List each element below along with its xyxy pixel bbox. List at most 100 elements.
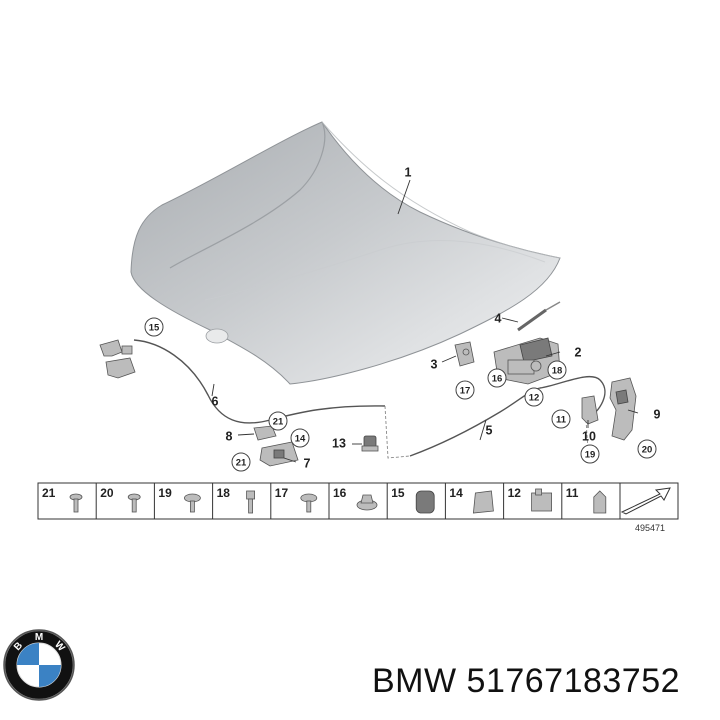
callout-c5: 5 [486,424,493,438]
hinge-bracket [581,395,599,425]
callout-circle [547,360,567,380]
hood-hinge [609,377,637,441]
callout-circle [290,428,310,448]
hood-panel [130,121,561,385]
callout-number: 16 [492,374,503,385]
strip-cell-16: 16 [333,483,388,519]
screw-wide-icon [300,493,318,513]
callout-c18: 18 [547,360,567,380]
bolt-icon [69,493,83,513]
callout-c15: 15 [144,317,164,337]
callout-number: 13 [332,437,346,451]
callout-circle [144,317,164,337]
strip-cell-number: 17 [275,486,289,500]
callout-c20: 20 [637,439,657,459]
callout-circle [524,387,544,407]
callout-c12: 12 [524,387,544,407]
strip-cell-14: 14 [449,483,505,519]
callout-number: 14 [295,434,306,445]
callout-c1: 1 [405,166,412,180]
strip-cell-number: 21 [42,486,56,500]
release-lever [253,425,299,467]
strip-cell-12: 12 [508,483,563,519]
callout-number: 8 [226,430,233,444]
callout-c14: 14 [290,428,310,448]
callout-c8: 8 [226,430,233,444]
screw-wide-icon [183,493,201,513]
hood-badge-mount [205,328,229,344]
callout-c16: 16 [487,368,507,388]
callout-c3: 3 [431,358,438,372]
callout-c13: 13 [332,437,346,451]
callout-number: 7 [304,457,311,471]
strip-cell-number: 11 [566,486,579,500]
strip-cell-11: 11 [566,483,621,519]
callout-number: 4 [495,312,502,326]
callout-circle [487,368,507,388]
gas-strut [517,301,561,332]
release-cable [133,339,606,459]
strip-cell-number: 20 [100,486,114,500]
callout-c6: 6 [212,395,219,409]
strip-cell-number: 15 [391,486,405,500]
strip-cell-15: 15 [391,483,446,519]
callout-c21b: 21 [231,452,251,472]
clip-block-icon [531,488,552,512]
strip-cell-17: 17 [275,483,330,519]
grommet [361,435,379,452]
part-number-caption: BMW 51767183752 [372,662,681,700]
grommet-dark-icon [415,490,435,514]
callout-circle [268,411,288,431]
bmw-logo-icon: BMW [3,629,75,701]
callout-c17: 17 [455,380,475,400]
callout-number: 3 [431,358,438,372]
bolt-tall-icon [246,490,256,514]
callout-c19: 19 [580,444,600,464]
callout-number: 5 [486,424,493,438]
strip-cell-18: 18 [217,483,272,519]
parts-strip-frame [37,482,679,520]
callout-number: 10 [582,430,596,444]
clip-small-icon [593,490,607,514]
callout-number: 2 [575,346,582,360]
release-handle-left [99,339,136,379]
callout-number: 11 [556,415,567,426]
lock-bracket [454,341,475,367]
clip-icon [472,490,494,514]
strip-cell-number: 16 [333,486,347,500]
callout-number: 18 [552,366,563,377]
callout-c7: 7 [304,457,311,471]
callout-c21a: 21 [268,411,288,431]
strip-cell-number: 18 [217,486,231,500]
callout-circle [231,452,251,472]
leader-lines [211,179,639,463]
callout-number: 19 [585,450,596,461]
callout-circle [637,439,657,459]
callout-c4: 4 [495,312,502,326]
callout-c9: 9 [654,408,661,422]
callout-number: 1 [405,166,412,180]
callout-c10: 10 [582,430,596,444]
nut-icon [356,494,378,511]
hood-lock-assembly [493,337,561,385]
strip-cell-21: 21 [42,483,97,519]
callout-c11: 11 [551,409,571,429]
strip-cell-number: 14 [449,486,463,500]
callout-number: 12 [529,393,540,404]
bolt-icon [127,493,141,513]
callout-number: 6 [212,395,219,409]
strip-cell-number: 12 [508,486,522,500]
callout-number: 20 [642,445,653,456]
orientation-arrow-icon [620,487,671,515]
callout-number: 21 [273,417,284,428]
callout-circle [455,380,475,400]
strip-cell-20: 20 [100,483,155,519]
callout-number: 17 [460,386,471,397]
logo-letter: M [35,632,43,643]
callout-c2: 2 [575,346,582,360]
diagram-number: 495471 [635,523,665,533]
callout-number: 21 [236,458,247,469]
